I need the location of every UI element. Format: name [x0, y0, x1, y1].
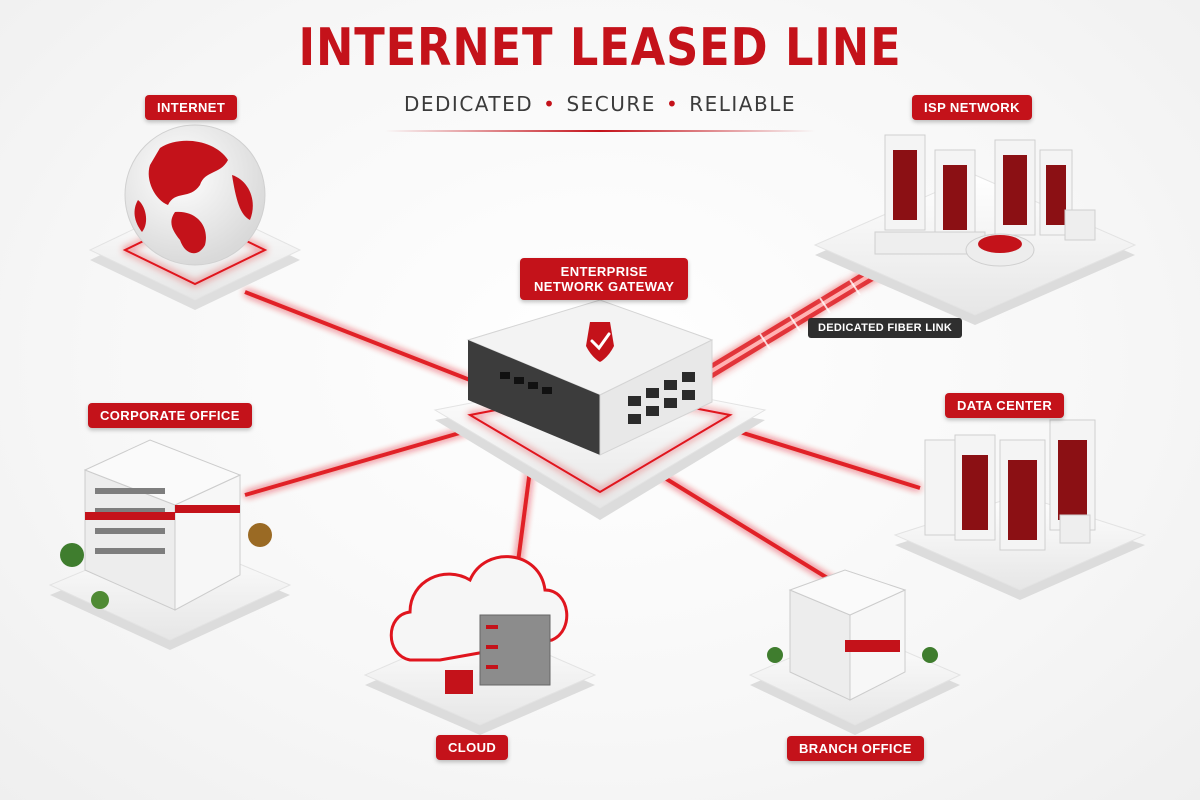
label-gateway-line2: NETWORK GATEWAY	[534, 279, 675, 294]
label-gateway: ENTERPRISE NETWORK GATEWAY	[520, 258, 689, 300]
subtitle-reliable: RELIABLE	[689, 92, 796, 116]
label-gateway-line1: ENTERPRISE	[560, 264, 648, 279]
subtitle-secure: SECURE	[566, 92, 656, 116]
label-isp-network: ISP NETWORK	[912, 95, 1032, 120]
page-title: INTERNET LEASED LINE	[298, 18, 902, 78]
branch-office-node	[748, 569, 962, 735]
link-lines	[244, 290, 921, 597]
cloud-node	[363, 555, 597, 735]
page-subtitle: DEDICATED • SECURE • RELIABLE	[0, 92, 1200, 116]
title-divider	[385, 130, 815, 132]
subtitle-dot-2: •	[665, 92, 680, 116]
link-datacenter	[739, 430, 921, 490]
datacenter-server-rack-1	[924, 439, 956, 536]
shield-icon	[586, 322, 614, 362]
checkmark-icon	[590, 332, 611, 351]
isp-network-node	[813, 134, 1137, 325]
gateway-node	[433, 299, 767, 520]
link-branch	[658, 473, 857, 597]
data-center-node	[893, 419, 1147, 600]
link-internet	[244, 290, 471, 382]
label-corporate-office: CORPORATE OFFICE	[88, 403, 252, 428]
corporate-office-node	[48, 439, 292, 650]
link-corporate	[244, 428, 471, 497]
label-cloud: CLOUD	[436, 735, 509, 760]
internet-node	[88, 124, 302, 310]
subtitle-dedicated: DEDICATED	[403, 92, 534, 116]
label-branch-office: BRANCH OFFICE	[787, 736, 924, 761]
subtitle-dot-1: •	[543, 92, 557, 116]
tree-icon	[60, 543, 84, 567]
label-fiber-link: DEDICATED FIBER LINK	[808, 318, 963, 338]
label-data-center: DATA CENTER	[945, 393, 1065, 418]
label-internet: INTERNET	[145, 95, 238, 120]
